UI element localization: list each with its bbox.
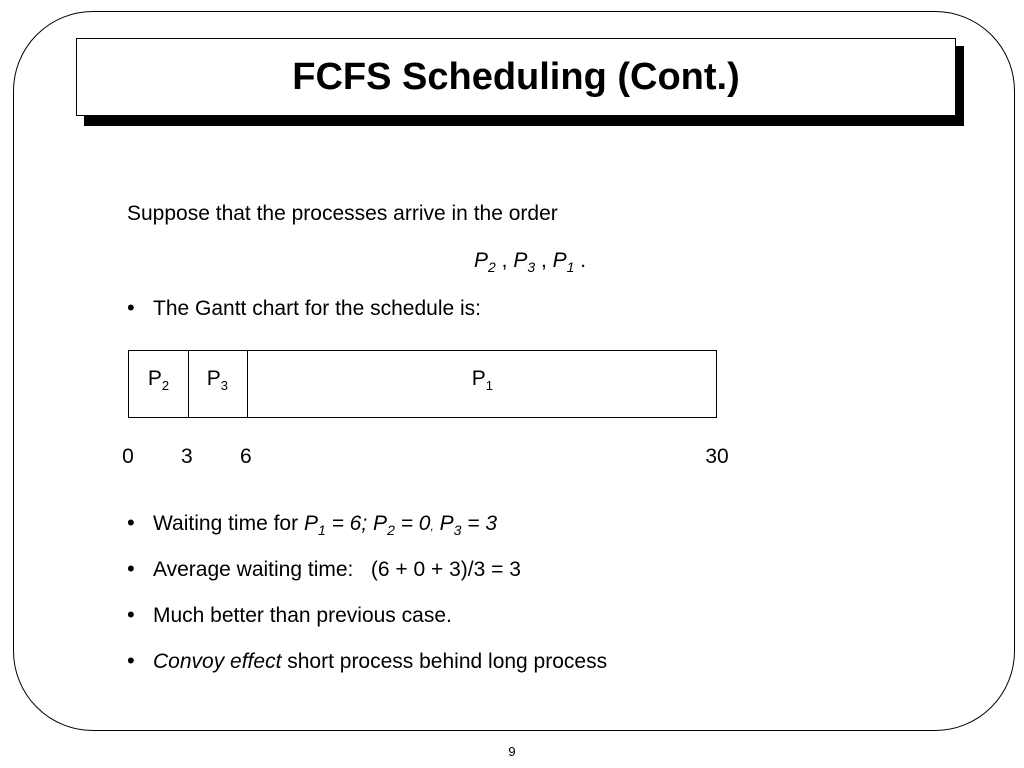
bullet-better: • Much better than previous case.: [127, 602, 452, 628]
gantt-divider: [246, 351, 248, 417]
title-box: FCFS Scheduling (Cont.): [76, 38, 956, 116]
bullet-dot: •: [127, 602, 135, 627]
order-p2: P2: [474, 249, 496, 276]
slide-frame: [13, 11, 1015, 731]
avg-label: Average waiting time:: [153, 558, 354, 581]
order-sep: ,: [535, 249, 553, 272]
bullet-dot: •: [127, 295, 135, 320]
gantt-segment-label: P3: [206, 367, 228, 394]
waiting-sep2: ,: [430, 519, 434, 533]
bullet-text: The Gantt chart for the schedule is:: [153, 297, 482, 320]
waiting-p3: P3 = 3: [433, 512, 498, 539]
bullet-dot: •: [127, 648, 135, 673]
bullet-text: Much better than previous case.: [153, 604, 452, 627]
intro-text: Suppose that the processes arrive in the…: [127, 202, 558, 225]
waiting-p1: P1 = 6: [303, 512, 362, 539]
order-end: .: [574, 249, 587, 272]
gantt-segment-label: P1: [471, 367, 494, 394]
gantt-segment-label: P2: [147, 367, 170, 394]
gantt-tick-label: 3: [181, 445, 193, 468]
bullet-gantt-intro: • The Gantt chart for the schedule is:: [127, 295, 481, 321]
bullet-dot: •: [127, 510, 135, 535]
page-number: 9: [508, 744, 516, 759]
gantt-chart: P2 P3 P1: [128, 350, 717, 418]
waiting-sep1: ;: [361, 512, 368, 535]
gantt-tick-label: 30: [705, 445, 729, 468]
gantt-divider: [187, 351, 189, 417]
order-sep: ,: [495, 249, 514, 272]
convoy-term: Convoy effect: [153, 650, 282, 673]
bullet-dot: •: [127, 556, 135, 581]
convoy-description: short process behind long process: [281, 650, 608, 673]
bullet-waiting-time: • Waiting time for P1 = 6; P2 = 0, P3 = 3: [127, 510, 497, 538]
avg-value: (6 + 0 + 3)/3 = 3: [370, 558, 521, 581]
gantt-tick-label: 6: [239, 445, 252, 468]
gantt-tick-label: 0: [122, 445, 134, 468]
order-p3: P3: [513, 249, 536, 276]
slide-title: FCFS Scheduling (Cont.): [292, 55, 740, 98]
arrival-order: P2 , P3 , P1 .: [474, 249, 586, 275]
bullet-convoy: • Convoy effect short process behind long…: [127, 648, 607, 674]
bullet-average-waiting: • Average waiting time: (6 + 0 + 3)/3 = 3: [127, 556, 521, 582]
order-p1: P1: [552, 249, 575, 276]
waiting-prefix: Waiting time for: [153, 512, 304, 535]
waiting-p2: P2 = 0: [367, 512, 431, 539]
